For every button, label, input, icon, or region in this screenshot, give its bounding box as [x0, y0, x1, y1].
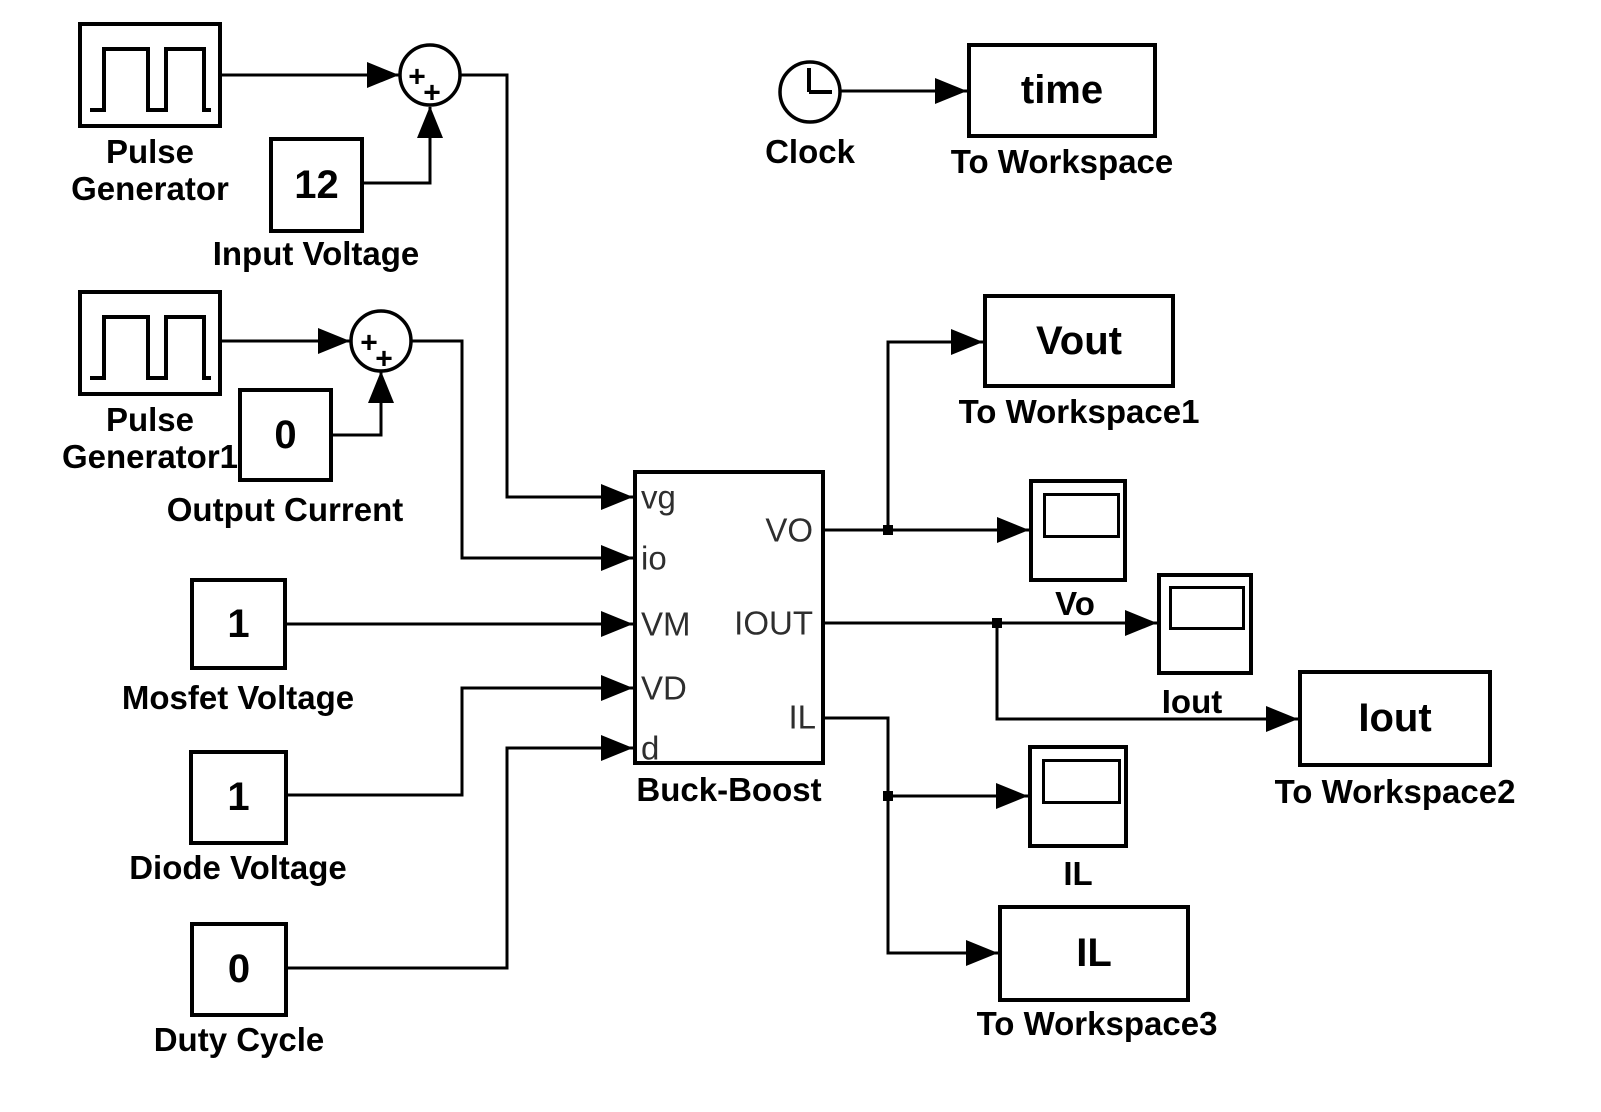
- input-voltage-label: Input Voltage: [212, 235, 420, 272]
- to-workspace-time-block[interactable]: time: [967, 43, 1157, 138]
- port-iout: IOUT: [734, 604, 813, 642]
- scope-iout-label: Iout: [1161, 683, 1223, 720]
- scope-vo-label: Vo: [1055, 585, 1095, 622]
- wire-junction-dots: [883, 525, 1002, 801]
- diode-voltage-label: Diode Voltage: [129, 849, 347, 886]
- port-vm: VM: [641, 605, 691, 643]
- duty-cycle-label: Duty Cycle: [153, 1021, 325, 1058]
- pulse-wave-icon: [90, 47, 211, 380]
- pulse-generator1-block[interactable]: [78, 290, 222, 396]
- scope-screen-icon: [1043, 493, 1120, 538]
- sum2-plus-bottom: +: [375, 343, 393, 376]
- to-workspace-time-label: To Workspace: [950, 143, 1174, 180]
- to-workspace-iout-label: To Workspace2: [1274, 773, 1516, 810]
- port-d: d: [641, 729, 660, 767]
- clock-hands-icon: [807, 68, 832, 94]
- sum2-block[interactable]: + +: [349, 309, 413, 376]
- to-workspace-vout-block[interactable]: Vout: [983, 294, 1175, 388]
- to-workspace-il-label: To Workspace3: [976, 1005, 1218, 1042]
- port-vd: VD: [641, 669, 687, 707]
- port-io: io: [641, 539, 667, 577]
- clock-block[interactable]: [778, 60, 842, 124]
- input-voltage-constant-block[interactable]: 12: [269, 137, 364, 233]
- duty-cycle-constant-block[interactable]: 0: [190, 922, 288, 1017]
- mosfet-voltage-constant-block[interactable]: 1: [190, 578, 287, 670]
- output-current-label: Output Current: [166, 491, 404, 528]
- wire-arrowheads: [318, 62, 1298, 966]
- output-current-constant-block[interactable]: 0: [238, 388, 333, 482]
- sum1-plus-top: +: [408, 61, 426, 94]
- pulse-generator1-label: Pulse Generator1: [61, 401, 239, 475]
- to-workspace-iout-block[interactable]: Iout: [1298, 670, 1492, 767]
- sum2-plus-top: +: [360, 327, 378, 360]
- scope-iout-block[interactable]: [1157, 573, 1253, 675]
- diode-voltage-constant-block[interactable]: 1: [189, 750, 288, 845]
- sum1-block[interactable]: + +: [398, 43, 462, 110]
- buck-boost-subsystem-block[interactable]: vg io VM VD d VO IOUT IL: [633, 470, 825, 765]
- scope-il-block[interactable]: [1028, 745, 1128, 848]
- pulse-generator-label: Pulse Generator: [71, 133, 229, 207]
- pulse-generator-block[interactable]: [78, 22, 222, 128]
- port-vo: VO: [765, 511, 813, 549]
- sum1-plus-bottom: +: [423, 77, 441, 110]
- scope-screen-icon: [1042, 759, 1121, 804]
- scope-vo-block[interactable]: [1029, 479, 1127, 582]
- signal-wires: [222, 73, 1298, 970]
- mosfet-voltage-label: Mosfet Voltage: [121, 679, 355, 716]
- scope-il-label: IL: [1063, 855, 1093, 892]
- buck-boost-label: Buck-Boost: [636, 771, 822, 808]
- to-workspace-il-block[interactable]: IL: [998, 905, 1190, 1002]
- port-il: IL: [788, 698, 816, 736]
- to-workspace-vout-label: To Workspace1: [958, 393, 1200, 430]
- port-vg: vg: [641, 478, 676, 516]
- scope-screen-icon: [1169, 586, 1245, 630]
- clock-label: Clock: [765, 133, 855, 170]
